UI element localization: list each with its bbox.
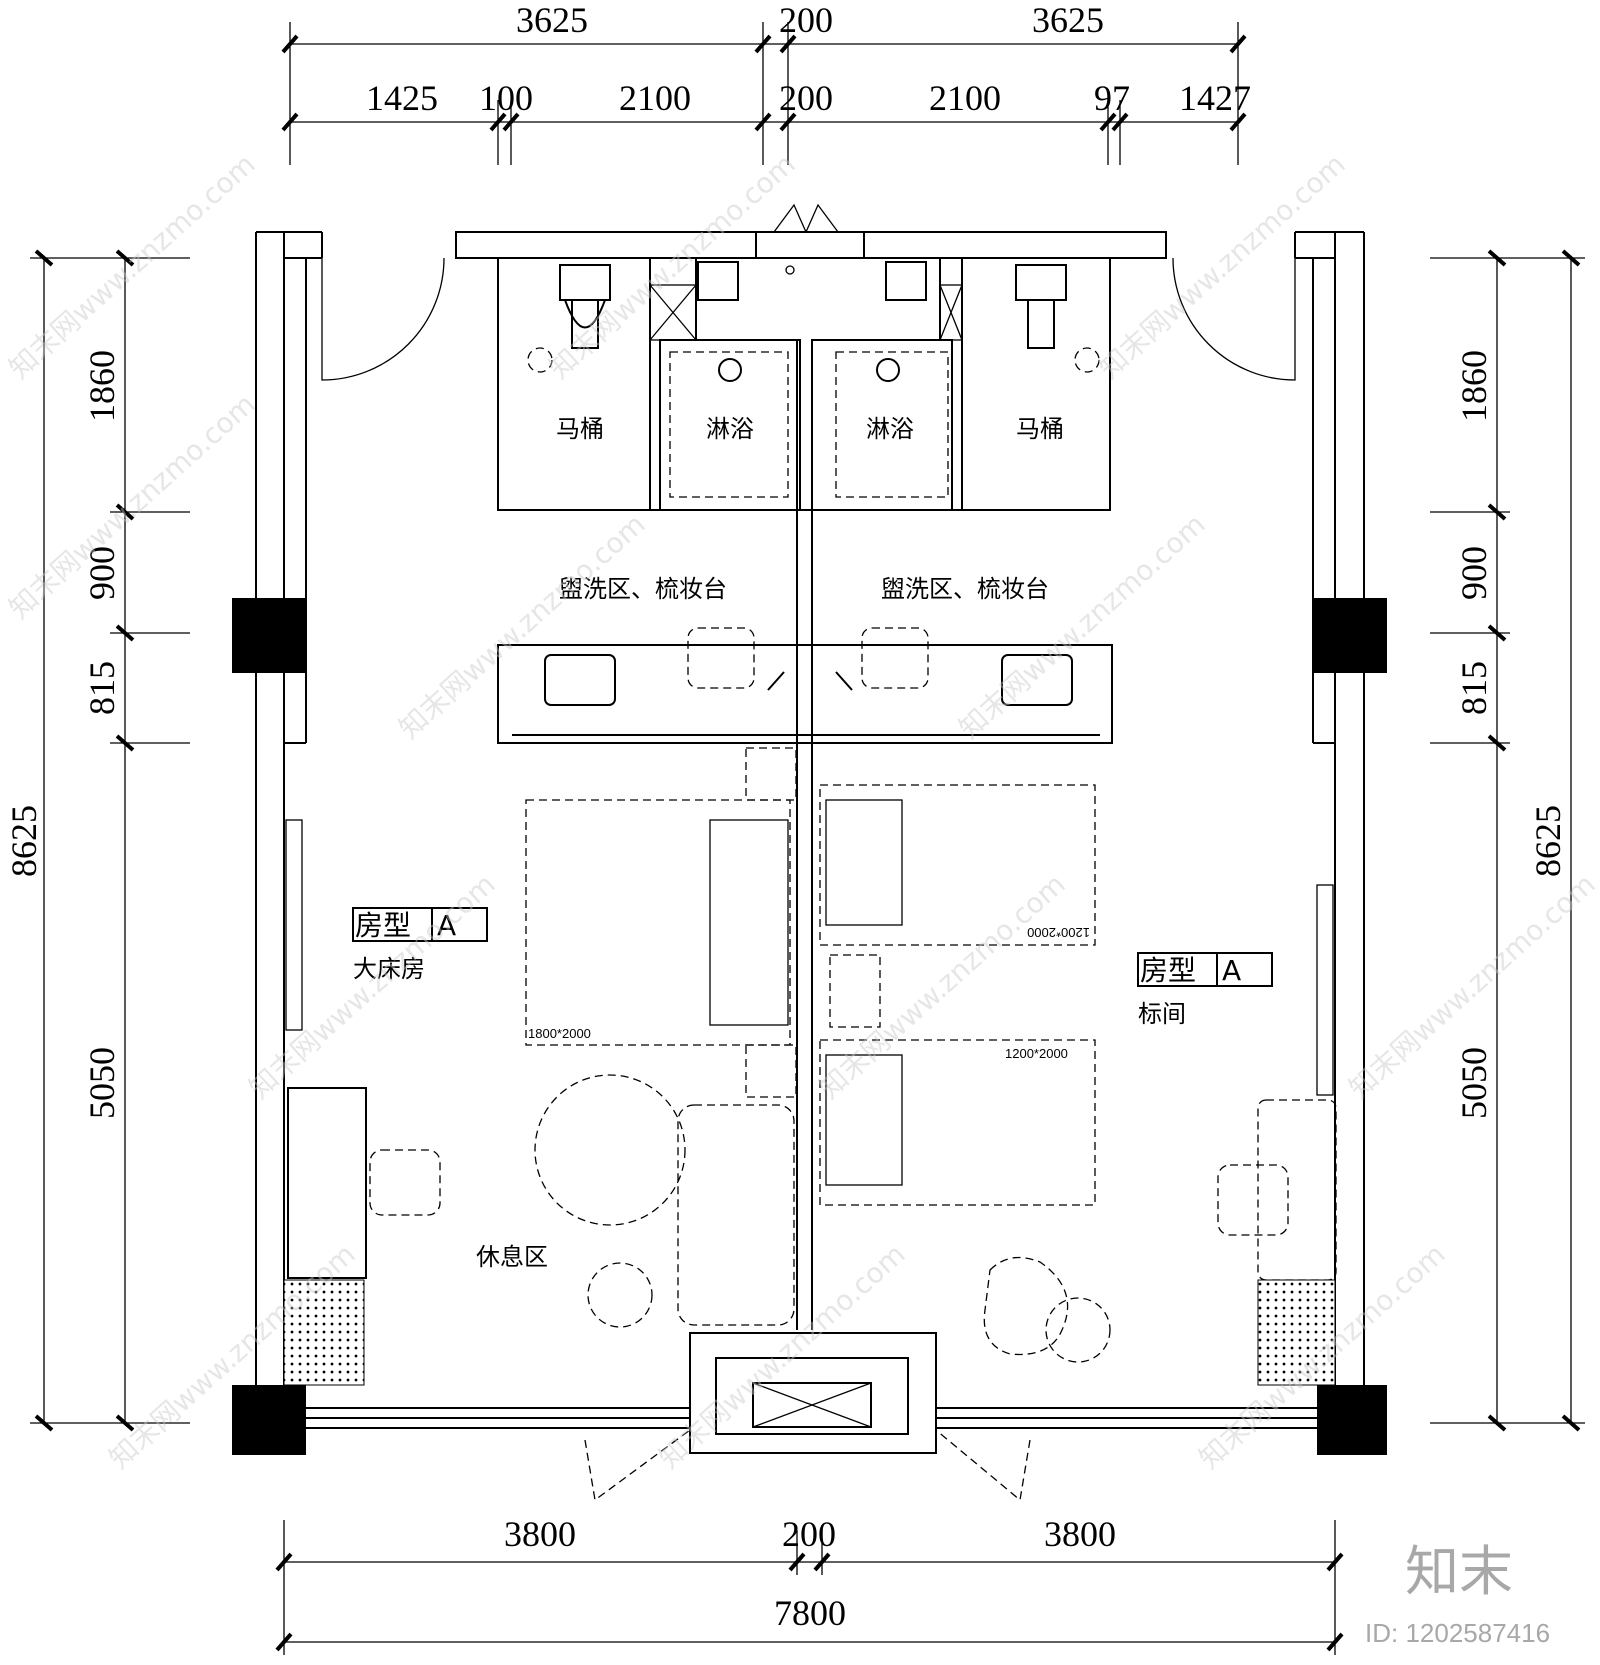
brand-logo: 知末 <box>1405 1540 1513 1603</box>
watermark-text: 知末网www.znzmo.com <box>3 147 262 385</box>
left-dimensions: 8625 1860 900 815 5050 <box>4 249 190 1432</box>
desk-chair <box>1217 1164 1289 1236</box>
bed-size-twin-bottom: 1200*2000 <box>1005 1046 1068 1061</box>
desk-chair <box>369 1149 441 1216</box>
dim-top-97: 97 <box>1094 78 1130 118</box>
round-rug <box>534 1074 686 1226</box>
dim-left-1860: 1860 <box>82 350 122 422</box>
label-shower-right: 淋浴 <box>866 415 914 443</box>
label-wash-right: 盥洗区、梳妆台 <box>881 575 1049 603</box>
dim-left-5050: 5050 <box>82 1047 122 1119</box>
label-lounge: 休息区 <box>476 1243 548 1271</box>
nightstand <box>829 954 881 1028</box>
watermark-text: 知末网www.znzmo.com <box>543 147 802 385</box>
label-toilet-left: 马桶 <box>556 415 604 443</box>
walls <box>232 231 1387 1455</box>
top-dimensions: 3625 200 3625 1425 100 2100 200 2100 97 … <box>281 0 1251 165</box>
dim-left-900: 900 <box>82 546 122 600</box>
dim-top-3625-right: 3625 <box>1032 0 1104 40</box>
desk <box>287 1087 367 1279</box>
bed-size-twin-top: 1200*2000 <box>1027 925 1090 940</box>
twin-bed-top <box>819 784 1096 946</box>
label-shower-left: 淋浴 <box>706 415 754 443</box>
bathroom-fixtures <box>497 261 1113 744</box>
dim-top-100: 100 <box>479 78 533 118</box>
watermark-text: 知末网www.znzmo.com <box>3 387 262 625</box>
dim-bottom-3800-left: 3800 <box>504 1514 576 1554</box>
twin-bed-bottom <box>819 1039 1096 1206</box>
dim-right-1860: 1860 <box>1454 350 1494 422</box>
watermark-text: 知末网www.znzmo.com <box>653 1237 912 1475</box>
dim-right-900: 900 <box>1454 546 1494 600</box>
watermark-text: 知末网www.znzmo.com <box>243 867 502 1105</box>
room-name-right: 标间 <box>1138 1000 1186 1028</box>
room-type-code-right: A <box>1222 954 1241 987</box>
room-type-tag-right: 房型 A 标间 <box>1137 952 1273 1028</box>
lounge-chair <box>983 1256 1069 1356</box>
wardrobe <box>285 819 303 1031</box>
label-toilet-right: 马桶 <box>1016 415 1064 443</box>
dim-top-200: 200 <box>779 0 833 40</box>
dim-top-3625-left: 3625 <box>516 0 588 40</box>
room-labels: 马桶 淋浴 淋浴 马桶 盥洗区、梳妆台 盥洗区、梳妆台 休息区 房型 A 大床房… <box>352 415 1273 1271</box>
room-type-tag-left: 房型 A 大床房 <box>352 907 488 983</box>
bed-size-king: 1800*2000 <box>528 1026 591 1041</box>
dim-right-total: 8625 <box>1528 805 1568 877</box>
room-name-left: 大床房 <box>353 955 425 983</box>
entry-doors <box>321 203 1296 381</box>
twin-room-furniture <box>819 784 1337 1386</box>
image-id: ID: 1202587416 <box>1365 1618 1550 1648</box>
side-table <box>1045 1297 1111 1363</box>
dim-right-815: 815 <box>1454 661 1494 715</box>
dim-bottom-200: 200 <box>782 1514 836 1554</box>
room-type-label-left: 房型 <box>355 909 411 942</box>
dim-top-2100-left: 2100 <box>619 78 691 118</box>
nightstand <box>745 747 797 801</box>
nightstand <box>745 1044 797 1098</box>
bottom-dimensions: 3800 200 3800 7800 <box>275 1514 1344 1655</box>
watermarks: 知末网www.znzmo.com 知末网www.znzmo.com 知末网www… <box>3 147 1600 1475</box>
dim-right-5050: 5050 <box>1454 1047 1494 1119</box>
desk <box>1257 1099 1337 1281</box>
wardrobe <box>1316 884 1334 1096</box>
dim-left-total: 8625 <box>4 805 44 877</box>
sofa <box>677 1104 795 1326</box>
dim-bottom-total: 7800 <box>774 1593 846 1633</box>
watermark-text: 知末网www.znzmo.com <box>393 507 652 745</box>
watermark-text: 知末网www.znzmo.com <box>813 867 1072 1105</box>
dim-top-200-b: 200 <box>779 78 833 118</box>
dim-top-1427: 1427 <box>1179 78 1251 118</box>
room-type-code-left: A <box>437 909 456 942</box>
label-wash-left: 盥洗区、梳妆台 <box>559 575 727 603</box>
balcony-doors <box>584 1429 1031 1502</box>
dim-left-815: 815 <box>82 661 122 715</box>
side-table <box>587 1262 653 1328</box>
dim-top-1425: 1425 <box>366 78 438 118</box>
watermark-text: 知末网www.znzmo.com <box>953 507 1212 745</box>
dim-bottom-3800-right: 3800 <box>1044 1514 1116 1554</box>
dim-top-2100-right: 2100 <box>929 78 1001 118</box>
king-bed <box>525 799 791 1046</box>
room-type-label-right: 房型 <box>1140 954 1196 987</box>
king-room-furniture <box>283 747 797 1386</box>
right-dimensions: 1860 900 815 5050 8625 <box>1430 249 1585 1432</box>
